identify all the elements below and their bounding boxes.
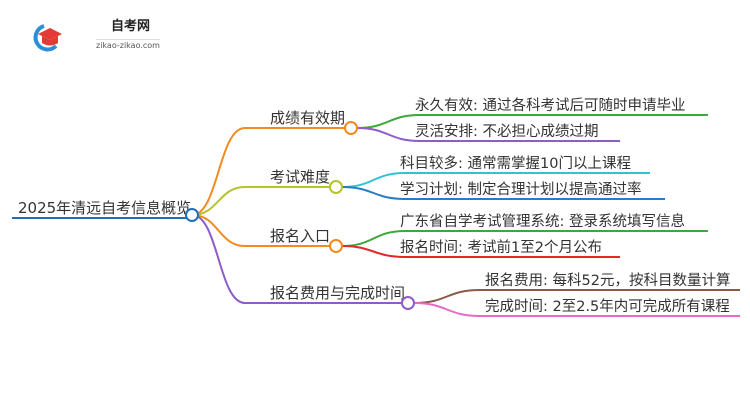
branch-node <box>344 121 358 135</box>
root-label: 2025年清远自考信息概览 <box>18 199 191 217</box>
child-label: 科目较多: 通常需掌握10门以上课程 <box>400 154 631 172</box>
child-label: 报名费用: 每科52元，按科目数量计算 <box>485 272 730 289</box>
branch-label: 报名费用与完成时间 <box>270 284 405 302</box>
branch-label: 报名入口 <box>270 227 330 245</box>
child-label: 报名时间: 考试前1至2个月公布 <box>400 239 602 256</box>
child-label: 灵活安排: 不必担心成绩过期 <box>415 123 599 140</box>
root-node <box>185 208 199 222</box>
logo-url: zikao-zikao.com <box>96 39 160 50</box>
branch-connector <box>191 214 246 304</box>
child-connector <box>341 230 406 247</box>
child-label: 永久有效: 通过各科考试后可随时申请毕业 <box>415 97 686 114</box>
child-connector <box>341 245 406 258</box>
branch-label: 考试难度 <box>270 168 330 186</box>
child-connector <box>356 127 421 142</box>
branch-node <box>329 239 343 253</box>
graduation-cap-icon <box>33 24 62 52</box>
branch-connector <box>191 214 246 247</box>
branch-connector <box>191 127 246 216</box>
child-connector <box>413 302 481 317</box>
child-connector <box>341 172 406 188</box>
branch-node <box>401 296 415 310</box>
child-connector <box>356 114 421 129</box>
child-label: 完成时间: 2至2.5年内可完成所有课程 <box>485 298 730 315</box>
logo: 自考网 zikao-zikao.com <box>30 18 160 54</box>
branch-label: 成绩有效期 <box>270 109 345 127</box>
branch-node <box>329 180 343 194</box>
logo-title: 自考网 <box>111 19 151 34</box>
child-connector <box>413 289 481 304</box>
child-label: 广东省自学考试管理系统: 登录系统填写信息 <box>400 213 685 230</box>
child-label: 学习计划: 制定合理计划以提高通过率 <box>400 181 642 198</box>
child-connector <box>341 186 406 200</box>
